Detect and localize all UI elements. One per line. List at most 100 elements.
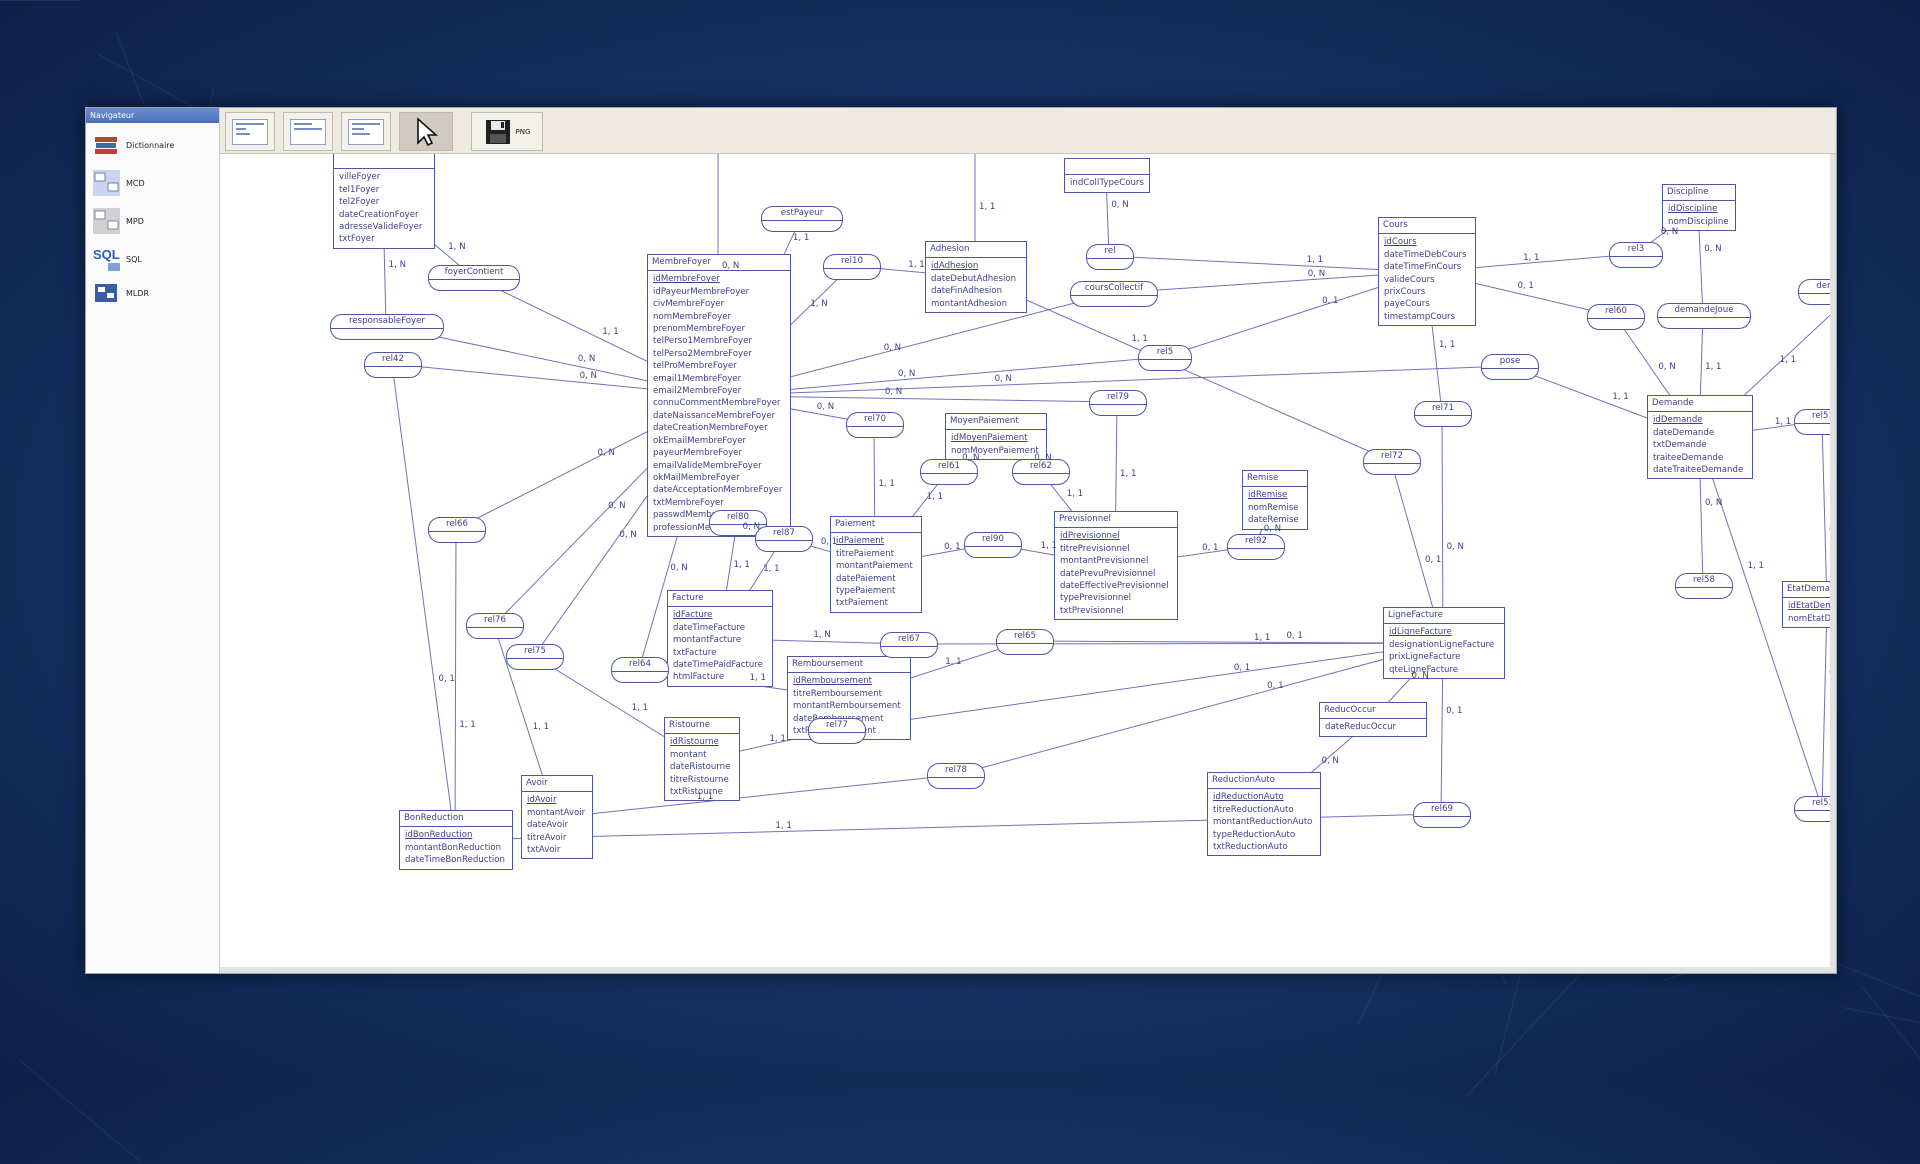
cardinality-label: 0, N [1411, 670, 1429, 681]
entity-attribute: dateTraiteeDemande [1653, 465, 1744, 476]
association-link [391, 363, 456, 841]
relation-rel53[interactable]: rel53 [1794, 796, 1836, 822]
entity-attribute: txtMembreFoyer [653, 497, 724, 508]
relation-rel71[interactable]: rel71 [1414, 401, 1472, 427]
entity-title: Ristourne [665, 718, 739, 735]
cardinality-label: 0, N [994, 374, 1012, 385]
relation-rel61[interactable]: rel61 [920, 459, 978, 485]
relation-rel69[interactable]: rel69 [1413, 802, 1471, 828]
nav-item-sql[interactable]: SQL SQL [92, 244, 214, 274]
entity-etatdemande[interactable]: EtatDemandeidEtatDemandenomEtatDemande [1782, 581, 1836, 629]
relation-foyerContient[interactable]: foyerContient [428, 265, 520, 291]
relation-rel[interactable]: rel [1086, 244, 1134, 270]
entity-attribute: htmlFacture [673, 672, 725, 683]
new-relation-button[interactable] [283, 112, 333, 151]
relation-rel90[interactable]: rel90 [964, 532, 1022, 558]
relation-responsableFoyer[interactable]: responsableFoyer [330, 314, 444, 340]
entity-attribute: typePaiement [836, 586, 896, 597]
entity-attribute: nomMembreFoyer [653, 311, 732, 322]
entity-attribute: montantPaiement [836, 561, 913, 572]
relation-rel64[interactable]: rel64 [611, 657, 669, 683]
relation-rel62[interactable]: rel62 [1012, 459, 1070, 485]
relation-rel76[interactable]: rel76 [466, 613, 524, 639]
nav-item-mcd[interactable]: MCD [92, 168, 214, 198]
relation-rel72[interactable]: rel72 [1363, 449, 1421, 475]
relation-rel92[interactable]: rel92 [1227, 534, 1285, 560]
association-link [1821, 604, 1828, 809]
cardinality-label: 1, 1 [1612, 392, 1629, 403]
cardinality-label: 1, 1 [945, 657, 962, 668]
horizontal-scrollbar[interactable] [220, 967, 1836, 973]
relation-coursCollectif[interactable]: coursCollectif [1070, 281, 1158, 307]
entity-attribute: okEmailMembreFoyer [653, 435, 747, 446]
new-entity-button[interactable] [225, 112, 275, 151]
cardinality-label: 0, N [619, 529, 637, 540]
entity-attribute: dateTimeFacture [673, 622, 746, 633]
relation-rel65[interactable]: rel65 [996, 629, 1054, 655]
relation-demandeJoue[interactable]: demandeJoue [1657, 303, 1751, 329]
relation-divider [1013, 473, 1069, 474]
relation-rel77[interactable]: rel77 [808, 718, 866, 744]
entity-typecours[interactable]: indColITypeCours [1064, 158, 1150, 193]
relation-label: rel60 [1605, 306, 1627, 316]
relation-pose[interactable]: pose [1481, 354, 1539, 380]
entity-attribute: okMailMembreFoyer [653, 472, 740, 483]
relation-rel79[interactable]: rel79 [1089, 390, 1147, 416]
mcd-diagram-icon [92, 170, 120, 196]
save-png-button[interactable]: PNG [471, 112, 543, 151]
relation-rel42[interactable]: rel42 [364, 352, 422, 378]
entity-attribute: montantBonReduction [405, 842, 502, 853]
relation-label: rel58 [1693, 575, 1715, 585]
entity-attribute: titreRemboursement [793, 688, 882, 699]
entity-attribute: tel1Foyer [339, 184, 380, 195]
relation-rel5[interactable]: rel5 [1138, 345, 1192, 371]
relation-rel60[interactable]: rel60 [1587, 304, 1645, 330]
relation-rel75[interactable]: rel75 [506, 644, 564, 670]
cardinality-label: 0, 1 [1233, 662, 1251, 673]
entity-attribute: dateTimeFinCours [1384, 262, 1462, 273]
cardinality-label: 1, 1 [1774, 416, 1792, 427]
relation-rel78[interactable]: rel78 [927, 763, 985, 789]
relation-demandeConcerne[interactable]: demandeConcerne [1798, 279, 1836, 305]
nav-item-mldr[interactable]: MLDR [92, 278, 214, 308]
relation-rel87[interactable]: rel87 [755, 526, 813, 552]
relation-rel66[interactable]: rel66 [428, 517, 486, 543]
association-link [954, 642, 1444, 776]
relation-rel67[interactable]: rel67 [880, 632, 938, 658]
relation-rel3[interactable]: rel3 [1609, 242, 1663, 268]
select-pointer-button[interactable] [399, 112, 453, 151]
relation-rel70[interactable]: rel70 [846, 412, 904, 438]
relation-rel51[interactable]: rel51 [1794, 409, 1836, 435]
nav-item-mpd[interactable]: MPD [92, 206, 214, 236]
new-link-button[interactable] [341, 112, 391, 151]
nav-item-dictionnaire[interactable]: Dictionnaire [92, 130, 214, 160]
entity-attribute: idCours [1384, 237, 1417, 248]
relation-rel10[interactable]: rel10 [823, 254, 881, 280]
relation-rel58[interactable]: rel58 [1675, 573, 1733, 599]
vertical-scrollbar[interactable] [1830, 154, 1836, 967]
entity-title: LigneFacture [1384, 608, 1504, 625]
relation-divider [1795, 810, 1836, 811]
entity-attribute: telPerso2MembreFoyer [653, 348, 752, 359]
cardinality-label: 1, 1 [602, 326, 619, 337]
association-link [1112, 271, 1427, 294]
relation-estPayeur[interactable]: estPayeur [761, 206, 843, 232]
